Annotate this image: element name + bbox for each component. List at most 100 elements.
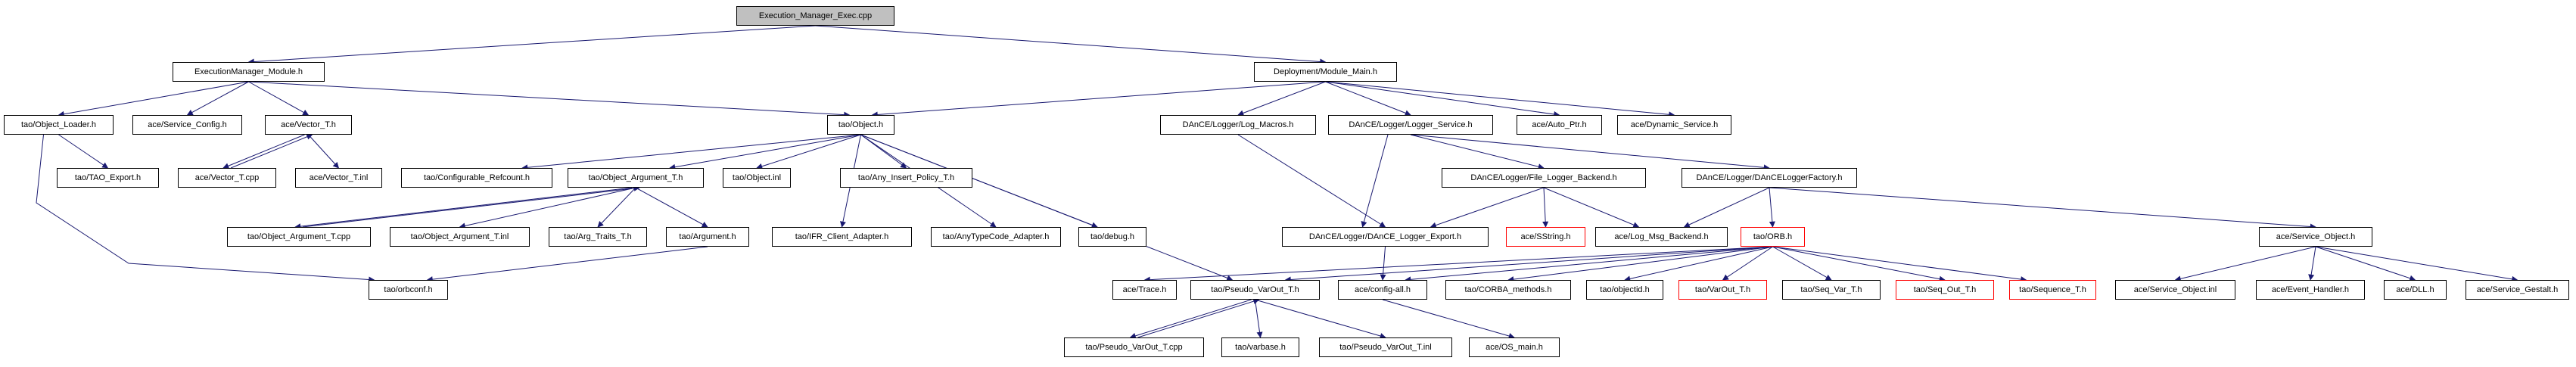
graph-node-config_all[interactable]: ace/config-all.h [1338, 280, 1427, 300]
edge-dance_logger_export-config_all [1380, 246, 1386, 281]
graph-node-config_refcount[interactable]: tao/Configurable_Refcount.h [401, 168, 552, 188]
edge-dancelogger_factory-log_msg_backend [1683, 187, 1770, 228]
graph-node-tao_export[interactable]: tao/TAO_Export.h [57, 168, 159, 188]
edge-exec-module_main [815, 25, 1327, 65]
graph-node-auto_ptr[interactable]: ace/Auto_Ptr.h [1517, 115, 1602, 135]
graph-node-corba_methods[interactable]: tao/CORBA_methods.h [1445, 280, 1571, 300]
graph-node-pseudo_inl[interactable]: tao/Pseudo_VarOut_T.inl [1319, 337, 1452, 357]
edge-orb-trace [1143, 246, 1773, 283]
graph-node-svc_config[interactable]: ace/Service_Config.h [132, 115, 242, 135]
graph-node-sstring[interactable]: ace/SString.h [1506, 227, 1585, 247]
edge-pseudo_cpp-pseudo_varout [1137, 298, 1260, 338]
graph-node-sequence_t[interactable]: tao/Sequence_T.h [2009, 280, 2096, 300]
edge-file_logger-dance_logger_export [1430, 187, 1545, 229]
graph-node-vector_inl[interactable]: ace/Vector_T.inl [295, 168, 382, 188]
graph-node-obj_loader[interactable]: tao/Object_Loader.h [4, 115, 114, 135]
graph-node-vector_cpp[interactable]: ace/Vector_T.cpp [178, 168, 276, 188]
graph-node-orb[interactable]: tao/ORB.h [1741, 227, 1805, 247]
edge-orb-objectid [1624, 246, 1773, 282]
edge-config_all-os_main [1382, 299, 1515, 339]
graph-node-trace[interactable]: ace/Trace.h [1112, 280, 1177, 300]
graph-node-seq_out[interactable]: tao/Seq_Out_T.h [1896, 280, 1994, 300]
edge-service_object-dll [2315, 246, 2416, 281]
graph-node-orbconf[interactable]: tao/orbconf.h [369, 280, 448, 300]
graph-node-pseudo_varout[interactable]: tao/Pseudo_VarOut_T.h [1190, 280, 1320, 300]
graph-node-log_msg_backend[interactable]: ace/Log_Msg_Backend.h [1595, 227, 1728, 247]
graph-node-em_module[interactable]: ExecutionManager_Module.h [173, 62, 325, 82]
edge-file_logger-log_msg_backend [1543, 187, 1640, 228]
edge-orb-seq_var [1772, 246, 1832, 281]
graph-node-dance_logger_export[interactable]: DAnCE/Logger/DAnCE_Logger_Export.h [1282, 227, 1489, 247]
graph-node-service_gestalt[interactable]: ace/Service_Gestalt.h [2466, 280, 2569, 300]
edge-obj_arg_t-obj_arg_cpp [294, 187, 633, 230]
graph-node-vector_t[interactable]: ace/Vector_T.h [265, 115, 352, 135]
graph-node-dynamic_service[interactable]: ace/Dynamic_Service.h [1617, 115, 1731, 135]
edge-em_module-svc_config [186, 81, 249, 116]
edge-exec-em_module [247, 25, 816, 65]
graph-node-object_h[interactable]: tao/Object.h [827, 115, 894, 135]
edge-em_module-obj_loader [58, 81, 249, 117]
edge-module_main-dynamic_service [1325, 81, 1675, 118]
edge-service_object-service_object_inl [2174, 246, 2316, 282]
edge-vector_cpp-vector_t [230, 134, 313, 169]
edge-module_main-object_h [871, 81, 1326, 118]
graph-node-seq_var[interactable]: tao/Seq_Var_T.h [1782, 280, 1881, 300]
graph-node-objectid[interactable]: tao/objectid.h [1586, 280, 1663, 300]
edge-object_h-object_inl [756, 134, 861, 170]
graph-node-module_main[interactable]: Deployment/Module_Main.h [1254, 62, 1397, 82]
edge-object_h-config_refcount [521, 134, 861, 171]
edge-pseudo_varout-varbase [1255, 299, 1263, 338]
graph-node-arg_traits[interactable]: tao/Arg_Traits_T.h [549, 227, 647, 247]
edge-object_h-pseudo_varout [860, 134, 1234, 281]
edge-orb-pseudo_varout [1284, 246, 1773, 283]
graph-node-obj_arg_t[interactable]: tao/Object_Argument_T.h [568, 168, 704, 188]
graph-node-obj_arg_cpp[interactable]: tao/Object_Argument_T.cpp [227, 227, 371, 247]
graph-node-os_main[interactable]: ace/OS_main.h [1469, 337, 1560, 357]
edge-em_module-vector_t [248, 81, 310, 116]
edge-logger_service-dance_logger_export [1361, 134, 1389, 228]
edge-module_main-logger_service [1325, 81, 1411, 117]
edge-service_object-event_handler [2308, 246, 2316, 281]
edge-logger_service-file_logger [1410, 134, 1545, 170]
graph-node-varout[interactable]: tao/VarOut_T.h [1678, 280, 1767, 300]
graph-node-service_object[interactable]: ace/Service_Object.h [2259, 227, 2372, 247]
edge-module_main-auto_ptr [1325, 81, 1560, 117]
edge-obj_loader-tao_export [58, 134, 109, 169]
edge-dancelogger_factory-orb [1769, 187, 1775, 228]
edge-object_h-obj_arg_t [669, 134, 861, 170]
edge-orb-sequence_t [1772, 246, 2027, 283]
edge-orb-config_all [1405, 246, 1773, 283]
graph-node-event_handler[interactable]: ace/Event_Handler.h [2256, 280, 2365, 300]
edge-module_main-log_macros [1237, 81, 1326, 117]
edge-obj_arg_t-argument [635, 187, 708, 228]
edge-dancelogger_factory-service_object [1769, 187, 2316, 230]
edge-argument-orbconf [426, 246, 708, 283]
graph-node-dll[interactable]: ace/DLL.h [2384, 280, 2447, 300]
edge-em_module-object_h [248, 81, 851, 118]
graph-node-pseudo_cpp[interactable]: tao/Pseudo_VarOut_T.cpp [1064, 337, 1204, 357]
edge-vector_t-vector_inl [308, 134, 340, 169]
graph-node-ifr_adapter[interactable]: tao/IFR_Client_Adapter.h [772, 227, 912, 247]
graph-node-any_insert[interactable]: tao/Any_Insert_Policy_T.h [840, 168, 972, 188]
graph-node-dancelogger_factory[interactable]: DAnCE/Logger/DAnCELoggerFactory.h [1682, 168, 1857, 188]
edge-obj_arg_t-arg_traits [597, 187, 636, 228]
graph-node-anytypecode_adapter[interactable]: tao/AnyTypeCode_Adapter.h [931, 227, 1061, 247]
graph-node-log_macros[interactable]: DAnCE/Logger/Log_Macros.h [1160, 115, 1316, 135]
edge-orb-varout [1722, 246, 1773, 281]
graph-node-varbase[interactable]: tao/varbase.h [1221, 337, 1299, 357]
graph-node-logger_service[interactable]: DAnCE/Logger/Logger_Service.h [1328, 115, 1493, 135]
edge-logger_service-dancelogger_factory [1410, 134, 1770, 171]
graph-node-service_object_inl[interactable]: ace/Service_Object.inl [2115, 280, 2235, 300]
graph-node-argument[interactable]: tao/Argument.h [666, 227, 749, 247]
edge-log_macros-dance_logger_export [1237, 134, 1386, 228]
graph-node-file_logger[interactable]: DAnCE/Logger/File_Logger_Backend.h [1442, 168, 1646, 188]
edge-obj_arg_cpp-obj_arg_t [302, 185, 640, 228]
graph-node-object_inl[interactable]: tao/Object.inl [723, 168, 791, 188]
edge-file_logger-sstring [1542, 187, 1549, 228]
graph-node-debug[interactable]: tao/debug.h [1078, 227, 1146, 247]
graph-node-obj_arg_inl[interactable]: tao/Object_Argument_T.inl [390, 227, 530, 247]
edge-service_object-service_gestalt [2315, 246, 2518, 282]
edge-pseudo_varout-pseudo_inl [1255, 299, 1386, 339]
